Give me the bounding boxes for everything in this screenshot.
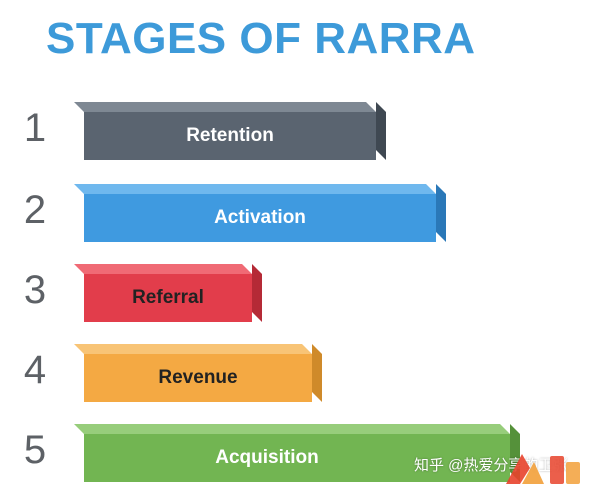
stage-1-bar-top [74,102,376,112]
stage-3-number: 3 [23,268,47,312]
stage-1-bar: Retention [74,102,386,160]
stage-5-number: 5 [23,428,47,472]
stage-3-bar: Referral [74,264,262,322]
stage-4-number: 4 [23,348,47,392]
stage-3-bar-top [74,264,252,274]
stage-1-label: Retention [186,125,274,146]
stage-2-bar: Activation [74,184,446,242]
stage-2-bar-side [436,184,446,242]
stage-2-label: Activation [214,207,306,228]
stage-3-bar-side [252,264,262,322]
stage-4-bar-side [312,344,322,402]
stage-1-number: 1 [23,106,47,150]
stage-2-bar-top [74,184,436,194]
stage-4-label: Revenue [158,367,238,388]
stage-5-bar-top [74,424,510,434]
stage-4-bar-top [74,344,312,354]
stage-2-number: 2 [23,188,47,232]
stage-1-bar-side [376,102,386,160]
stage-5-bar: Acquisition [74,424,520,482]
site-logo-icon [506,454,580,484]
stage-4-bar: Revenue [74,344,322,402]
stage-3-label: Referral [132,287,204,308]
stage-5-label: Acquisition [215,447,319,468]
diagram-title: STAGES OF RARRA [46,14,476,63]
